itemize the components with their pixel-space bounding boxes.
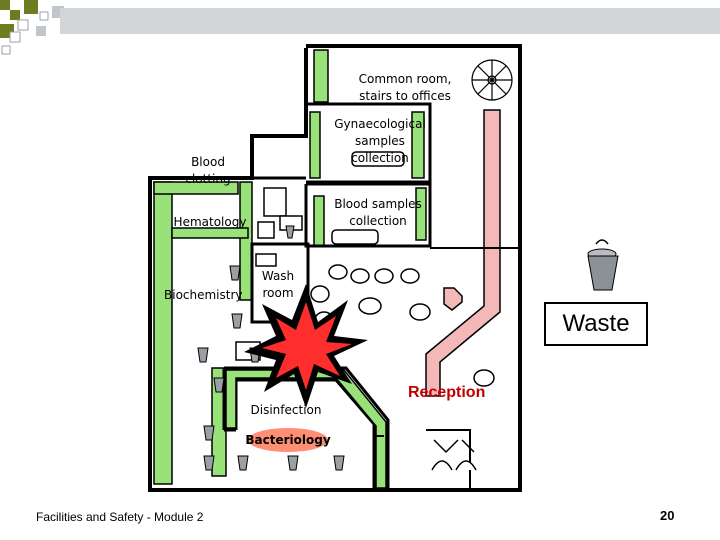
reception-label: Reception (408, 384, 486, 401)
page-number: 20 (660, 508, 675, 523)
waste-bins (197, 225, 345, 471)
lab-benches (153, 49, 427, 485)
label-blood-clotting: Blood clotting (185, 155, 231, 186)
waste-bin-icon (587, 239, 619, 291)
building-walls (148, 44, 522, 492)
disinfection-bench (225, 369, 387, 489)
footer-course: Facilities and Safety - Module 2 (36, 510, 204, 524)
bacteriology-blob (248, 428, 328, 452)
explosion-icon (244, 284, 368, 408)
label-common-room: Common room, stairs to offices (358, 72, 452, 103)
corner-decoration (0, 0, 64, 55)
waste-text: Waste (562, 310, 630, 337)
label-hematology: Hematology (173, 215, 247, 229)
furniture (235, 151, 495, 471)
label-bacteriology: Bacteriology (245, 433, 331, 447)
label-wash-room: Wash room (261, 269, 295, 300)
label-biochemistry: Biochemistry (164, 288, 243, 302)
reception-desk (425, 109, 501, 397)
title-band (60, 8, 720, 34)
spiral-staircase (471, 59, 513, 101)
label-gynaecological: Gynaecological samples collection (334, 117, 426, 165)
label-blood-samples: Blood samples collection (334, 197, 422, 228)
waste-callout: Waste (544, 302, 648, 346)
label-disinfection: Disinfection (250, 403, 322, 417)
